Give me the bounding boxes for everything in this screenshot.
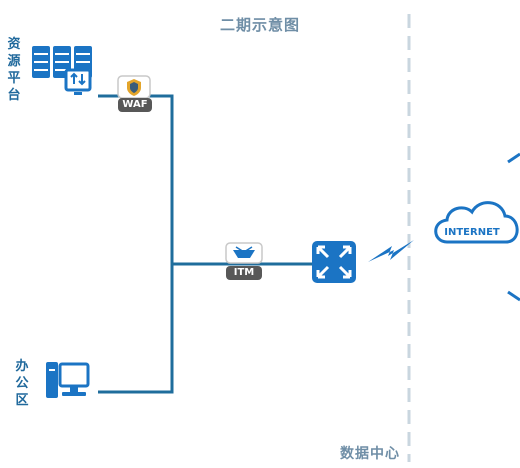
wireless-link-icon xyxy=(368,240,414,262)
internet-cloud-icon xyxy=(434,201,519,244)
diagram-title: 二期示意图 xyxy=(219,16,300,34)
server-rack-icon xyxy=(32,46,92,95)
desktop-computer-icon xyxy=(46,362,90,398)
itm-badge: ITM xyxy=(226,266,262,280)
waf-badge: WAF xyxy=(118,98,152,112)
connection-lines xyxy=(98,94,312,394)
itm-device-icon xyxy=(225,242,263,264)
internet-label: INTERNET xyxy=(444,227,500,238)
resource-platform-label: 资源平台 xyxy=(7,37,21,103)
outbound-line-lower xyxy=(507,290,520,302)
outbound-line-upper xyxy=(507,152,520,164)
switch-icon xyxy=(312,241,356,283)
office-zone-label: 办公区 xyxy=(15,359,29,408)
datacenter-label: 数据中心 xyxy=(340,446,400,462)
main-trunk-line xyxy=(98,94,174,394)
waf-device-icon xyxy=(117,75,151,99)
